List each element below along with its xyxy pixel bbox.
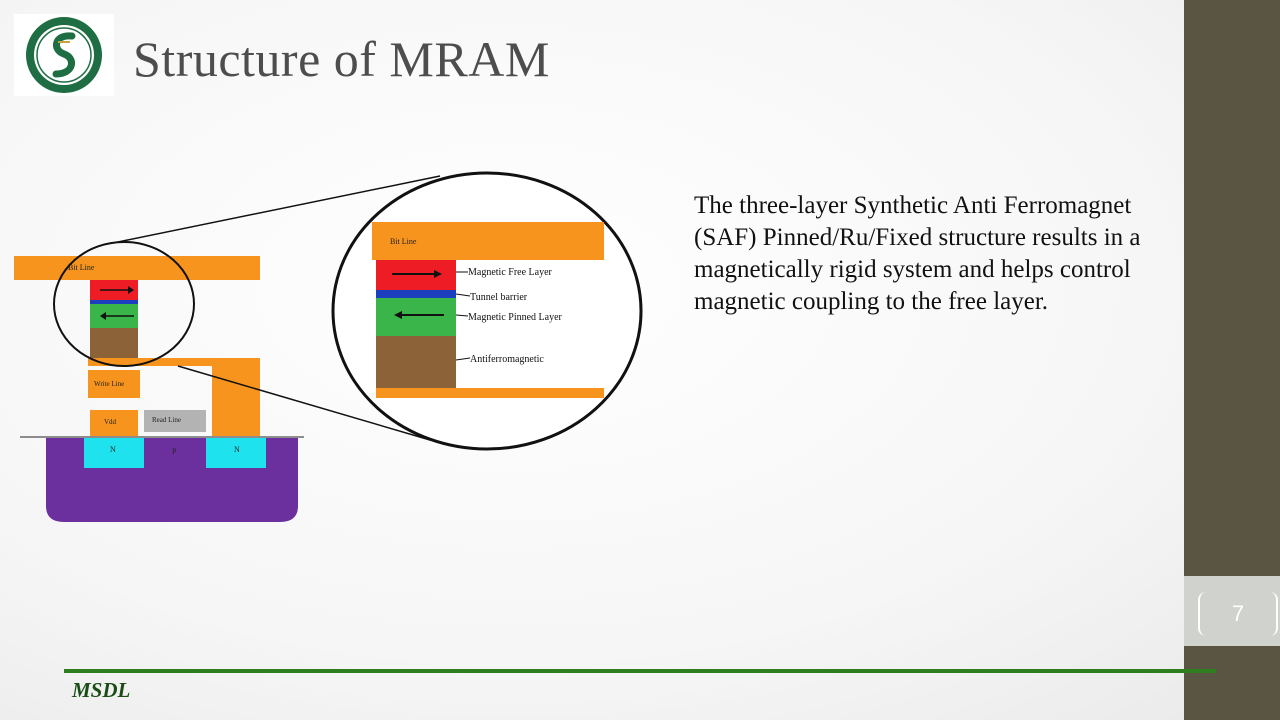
cell-write-line <box>88 370 140 398</box>
university-logo <box>14 14 114 96</box>
zoom-pinned-layer-label: Magnetic Pinned Layer <box>468 312 563 323</box>
zoom-tunnel-barrier-label: Tunnel barrier <box>470 292 528 303</box>
page-number: 7 <box>1198 592 1278 636</box>
cell-via <box>212 366 260 436</box>
cell-antiferromagnetic <box>90 328 138 358</box>
right-arrow-icon-head <box>128 286 134 294</box>
zoom-connector-bottom <box>177 365 431 441</box>
antiferromagnetic-leader <box>455 357 471 361</box>
zoom-free-layer-label: Magnetic Free Layer <box>468 267 553 278</box>
zoom-bit-line <box>372 222 604 260</box>
zoom-antiferromagnetic <box>376 336 456 388</box>
cell-p-label: P <box>172 447 177 456</box>
zoom-right-arrow-icon-head <box>434 270 442 278</box>
cell-bit-line <box>14 256 260 280</box>
cell-n-well-left <box>84 438 144 468</box>
zoom-left-arrow-icon-head <box>394 311 402 319</box>
cell-read-line <box>144 410 206 432</box>
slide-title: Structure of MRAM <box>133 31 550 87</box>
zoom-source-circle <box>53 241 195 367</box>
cell-n-left-label: N <box>110 445 116 454</box>
tunnel-barrier-leader <box>455 293 471 297</box>
zoom-bottom-bar <box>376 388 604 398</box>
zoom-pinned-layer <box>376 298 456 336</box>
mram-structure-diagram: Bit Line Write Line Vdd Read Line N N P … <box>14 171 643 522</box>
cell-vdd <box>90 410 138 436</box>
slide-body-text: The three-layer Synthetic Anti Ferromagn… <box>694 192 1141 315</box>
footer-rule <box>64 669 1216 673</box>
page-number-box <box>1184 576 1280 646</box>
cell-write-line-label: Write Line <box>94 380 124 388</box>
cell-read-line-label: Read Line <box>152 416 181 424</box>
cell-tunnel-barrier <box>90 300 138 304</box>
footer-label: MSDL <box>72 678 131 702</box>
cell-vdd-label: Vdd <box>104 418 117 426</box>
zoom-connector-top <box>117 175 441 243</box>
zoom-bit-line-label: Bit Line <box>390 237 417 246</box>
zoom-tunnel-barrier <box>376 290 456 298</box>
pinned-layer-leader <box>455 314 469 317</box>
left-arrow-icon-head <box>100 312 106 320</box>
cell-bit-line-label: Bit Line <box>68 263 95 272</box>
cell-n-well-right <box>206 438 266 468</box>
cell-n-right-label: N <box>234 445 240 454</box>
zoom-antiferromagnetic-label: Antiferromagnetic <box>470 354 544 365</box>
cell-connector-bar <box>88 358 260 366</box>
